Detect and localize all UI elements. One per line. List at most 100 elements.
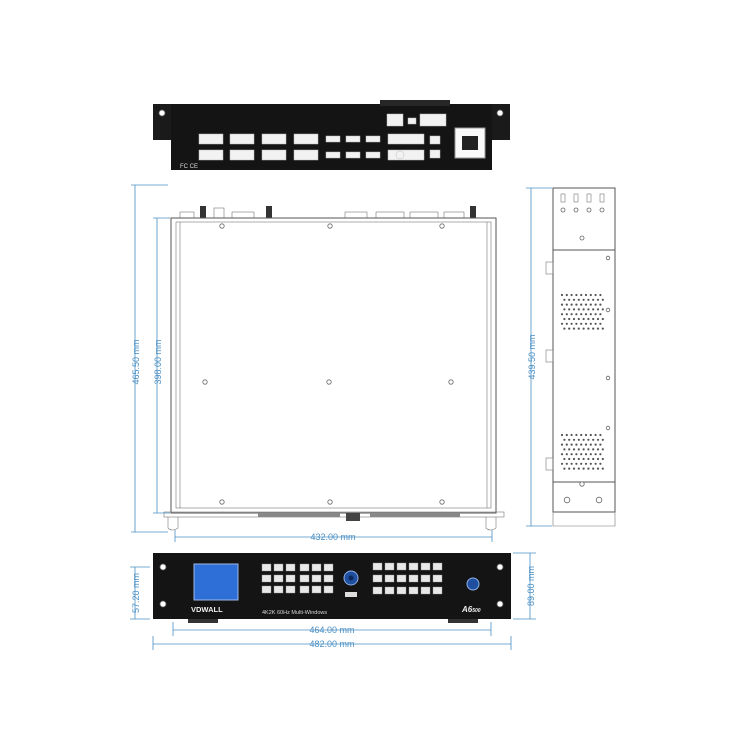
panel-button[interactable] <box>396 586 407 595</box>
vent-hole <box>589 303 592 306</box>
panel-button[interactable] <box>408 574 419 583</box>
vent-hole <box>570 462 573 465</box>
vent-hole <box>599 303 602 306</box>
panel-button[interactable] <box>311 574 322 583</box>
panel-button[interactable] <box>299 563 310 572</box>
vent-hole <box>563 448 566 451</box>
vent-hole <box>565 303 568 306</box>
vent-hole <box>570 313 573 316</box>
panel-button[interactable] <box>273 563 284 572</box>
vent-hole <box>589 293 592 297</box>
panel-button[interactable] <box>432 562 443 571</box>
screw-icon <box>158 109 166 117</box>
vent-hole <box>584 462 588 465</box>
vent-hole <box>575 322 578 325</box>
front-rack-ear-right <box>489 553 511 619</box>
power-button[interactable] <box>466 577 480 591</box>
panel-button[interactable] <box>261 574 272 583</box>
panel-button[interactable] <box>384 586 395 595</box>
panel-button[interactable] <box>432 586 443 595</box>
vent-hole <box>599 462 602 465</box>
panel-button[interactable] <box>273 585 284 594</box>
vent-hole <box>592 298 595 301</box>
model-name: A6500 <box>461 605 481 614</box>
vent-hole <box>596 467 600 470</box>
top-view-dimensions: 465.50 mm 398.00 mm 432.00 mm <box>131 184 493 542</box>
vent-hole <box>584 443 588 446</box>
vent-hole <box>565 443 568 446</box>
vent-hole <box>565 462 568 465</box>
vent-hole <box>572 467 576 470</box>
vent-hole <box>592 457 595 461</box>
vent-hole <box>596 448 600 451</box>
panel-button[interactable] <box>384 574 395 583</box>
vent-hole <box>592 467 595 470</box>
vent-hole <box>577 298 580 301</box>
dim-top-depth: 465.50 mm <box>131 339 141 384</box>
vent-hole <box>568 438 571 441</box>
vent-hole <box>563 308 566 311</box>
vent-hole <box>575 303 578 306</box>
vent-hole <box>601 448 604 451</box>
vent-grid-lower <box>560 432 604 472</box>
panel-button[interactable] <box>323 563 334 572</box>
panel-button[interactable] <box>311 585 322 594</box>
front-panel-view: VDWALL 4K2K 60Hz Multi-Windows A6500 <box>153 553 511 623</box>
vent-hole <box>582 327 585 330</box>
vent-hole <box>577 467 580 470</box>
dim-inner-depth: 398.00 mm <box>153 339 163 384</box>
vent-hole <box>572 438 576 441</box>
hdmi-ports <box>325 135 381 159</box>
panel-button[interactable] <box>323 585 334 594</box>
panel-button[interactable] <box>261 585 272 594</box>
panel-button[interactable] <box>299 585 310 594</box>
panel-button[interactable] <box>420 574 431 583</box>
panel-button[interactable] <box>396 562 407 571</box>
top-view <box>163 206 505 531</box>
button-group-1 <box>261 563 296 594</box>
rear-marks: FC CE <box>180 164 198 170</box>
panel-button[interactable] <box>323 574 334 583</box>
panel-button[interactable] <box>372 562 383 571</box>
vent-hole <box>599 293 602 297</box>
vent-hole <box>570 453 573 456</box>
vent-hole <box>580 453 583 456</box>
panel-button[interactable] <box>420 562 431 571</box>
vent-hole <box>601 308 604 311</box>
vent-grid-upper <box>560 292 604 332</box>
screw-icon <box>496 109 504 117</box>
panel-button[interactable] <box>285 563 296 572</box>
panel-button[interactable] <box>420 586 431 595</box>
vent-hole <box>584 433 588 437</box>
panel-button[interactable] <box>299 574 310 583</box>
network-ports <box>386 113 447 161</box>
vent-hole <box>568 308 571 311</box>
vent-hole <box>584 293 588 297</box>
vent-hole <box>594 443 597 446</box>
panel-button[interactable] <box>261 563 272 572</box>
panel-button[interactable] <box>432 574 443 583</box>
vent-hole <box>589 462 592 465</box>
vent-hole <box>580 303 583 306</box>
panel-button[interactable] <box>311 563 322 572</box>
vent-hole <box>580 443 583 446</box>
vent-hole <box>582 457 585 461</box>
vent-hole <box>575 443 578 446</box>
vent-hole <box>587 308 590 311</box>
front-subtitle: 4K2K 60Hz Multi-Windows <box>262 610 327 616</box>
vent-hole <box>594 303 597 306</box>
panel-button[interactable] <box>285 585 296 594</box>
panel-button[interactable] <box>372 586 383 595</box>
vent-hole <box>601 457 604 461</box>
rear-rack-ear-right <box>490 104 510 140</box>
panel-button[interactable] <box>285 574 296 583</box>
panel-button[interactable] <box>408 562 419 571</box>
panel-button[interactable] <box>273 574 284 583</box>
panel-button[interactable] <box>384 562 395 571</box>
panel-button[interactable] <box>372 574 383 583</box>
vent-hole <box>599 443 602 446</box>
panel-button[interactable] <box>396 574 407 583</box>
panel-button[interactable] <box>408 586 419 595</box>
dim-front-height-body: 57.20 mm <box>131 573 141 613</box>
front-view-dimensions: 57.20 mm 89.00 mm 464.00 mm 482.00 mm <box>130 552 536 650</box>
